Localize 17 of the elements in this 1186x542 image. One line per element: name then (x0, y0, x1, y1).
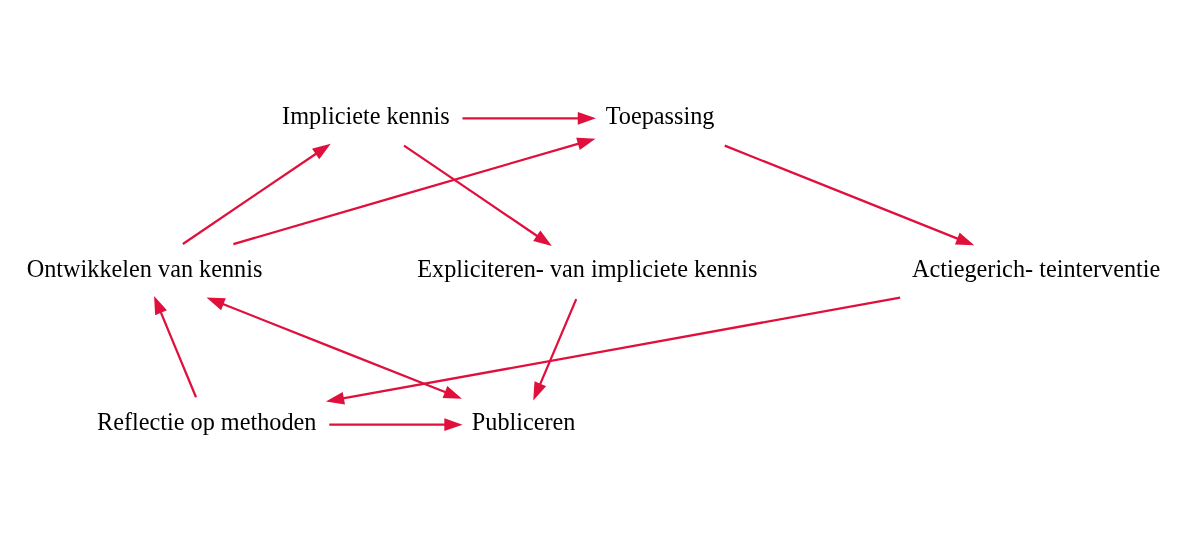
arrow (462, 111, 596, 125)
node-text: Toepassing (605, 101, 715, 129)
arrow (403, 144, 552, 246)
arrow (206, 297, 462, 399)
arrow (233, 137, 596, 245)
arrow (329, 417, 463, 431)
arrow (325, 296, 901, 405)
node-text: Ontwikkelen van kennis (26, 254, 263, 282)
node-text: Expliciteren- van impliciete kennis (417, 254, 758, 282)
node-text: Reflectie op methoden (96, 407, 317, 435)
node-text: Publiceren (471, 407, 576, 435)
arrow (533, 298, 578, 400)
node-text: Actiegerich- teinterventie (911, 254, 1161, 282)
arrow (154, 295, 198, 398)
arrow (182, 143, 331, 245)
node-text: Impliciete kennis (282, 101, 450, 129)
arrow (724, 144, 975, 245)
